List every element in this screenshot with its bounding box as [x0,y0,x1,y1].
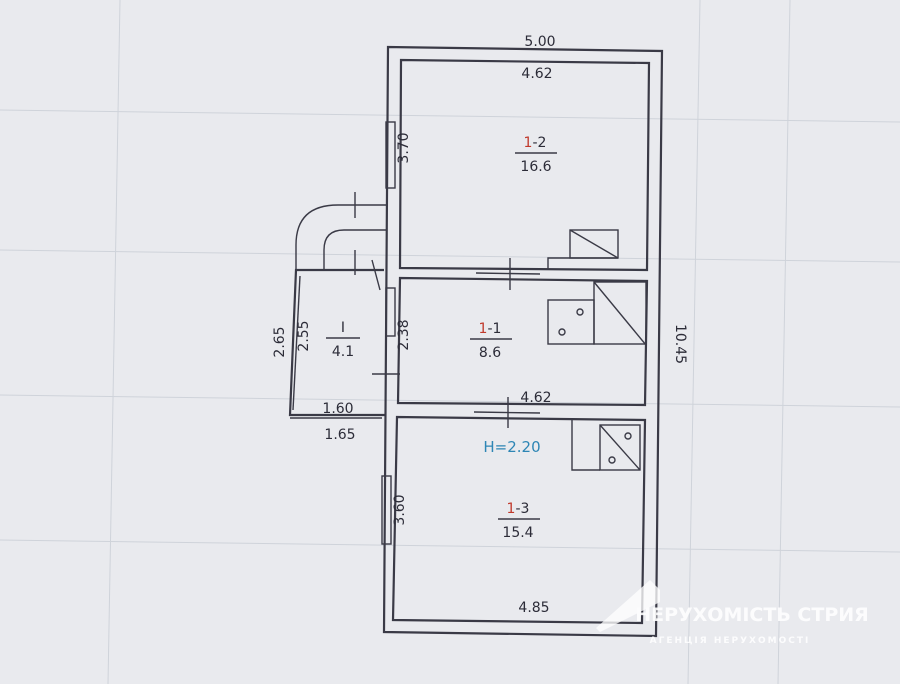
dim-room1-height: 2.38 [396,319,412,350]
room-1-1-area: 8.6 [479,345,501,361]
watermark-name: НЕРУХОМІСТЬ СТРИЯ [635,604,869,626]
door-marks [371,258,541,428]
room-1-1-number: 1-1 [479,321,502,337]
agency-watermark: НЕРУХОМІСТЬ СТРИЯ АГЕНЦІЯ НЕРУХОМОСТІ [596,580,869,646]
dim-middle-width: 4.62 [520,390,551,406]
room-1-2-floor: 1 [524,135,533,151]
room-1-3-walls [391,415,647,625]
dim-annex-inner-width: 1.60 [322,401,353,417]
window-room-1-3 [381,475,392,545]
annex-area: 4.1 [332,344,354,360]
outer-wall [382,45,664,638]
room-1-2-number: 1-2 [524,135,547,151]
window-room-1-2 [385,121,396,189]
room-1-2-index: -2 [532,135,546,151]
room-1-3-number: 1-3 [507,501,530,517]
dim-annex-outer-height: 2.65 [272,326,288,357]
room-1-1-floor: 1 [479,321,488,337]
room-1-3-index: -3 [515,501,529,517]
dim-top-inner: 4.62 [521,66,552,82]
watermark-tagline: АГЕНЦІЯ НЕРУХОМОСТІ [650,636,811,646]
room-1-3-floor: 1 [507,501,516,517]
room-1-2-area: 16.6 [520,159,551,175]
house-roof-logo-icon [596,580,660,632]
room-1-3-area: 15.4 [502,525,533,541]
annex-porch [288,192,386,419]
dim-room3-height: 3.60 [392,494,408,525]
room-1-1-index: -1 [487,321,501,337]
window-room-1-1 [385,287,396,337]
stove-room-1-2 [547,229,619,270]
dim-annex-inner-height: 2.55 [296,320,312,351]
stove-room-1-3 [571,420,641,471]
dim-annex-outer-width: 1.65 [324,427,355,443]
room-1-1-walls [396,276,649,407]
dim-room2-height: 3.70 [396,132,412,163]
dim-top-outer: 5.00 [524,34,555,50]
annex-label: I [341,320,345,336]
dim-right-total: 10.45 [672,324,688,364]
ceiling-height-note: H=2.20 [483,438,540,456]
stove-room-1-1 [547,281,647,346]
dim-bottom-width: 4.85 [518,600,549,616]
room-1-2-walls [398,58,651,272]
